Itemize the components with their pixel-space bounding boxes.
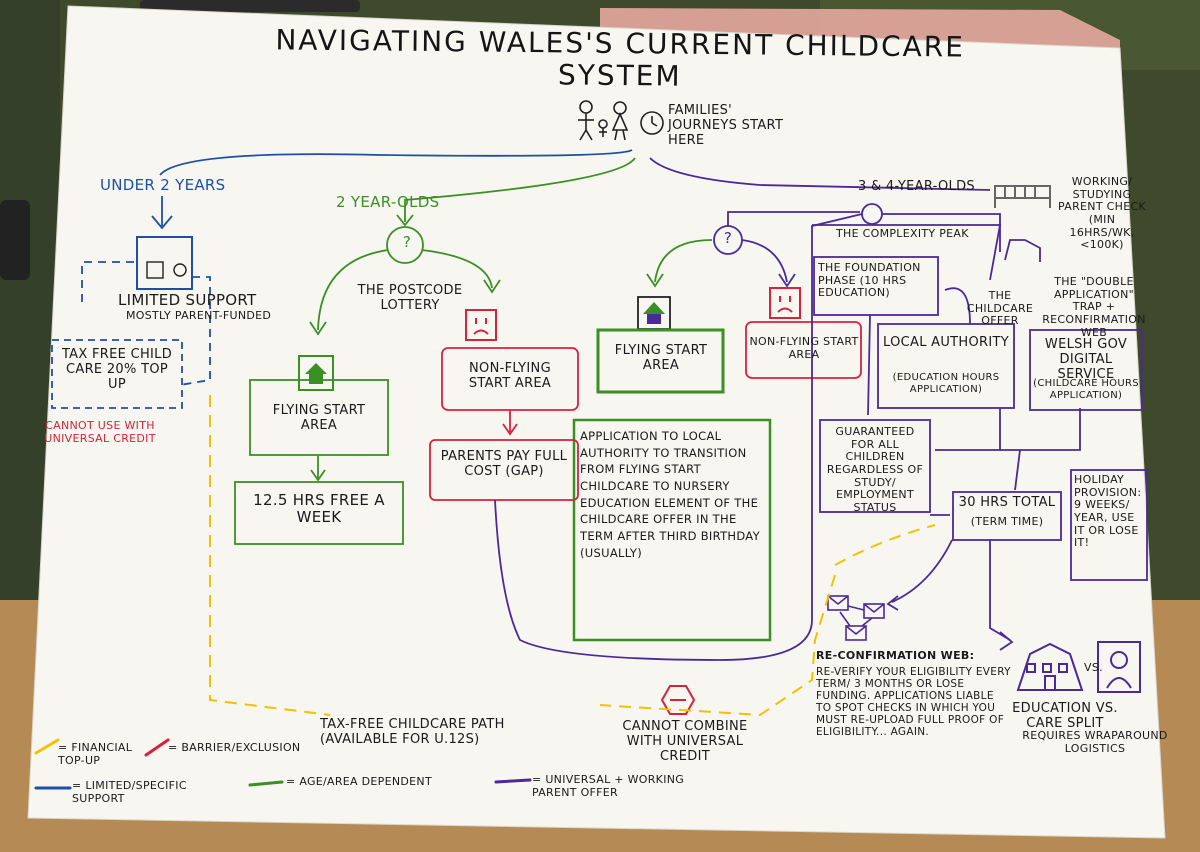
non-flying-34: NON-FLYING START AREA xyxy=(749,335,859,361)
term-time: (TERM TIME) xyxy=(970,515,1044,528)
under2-label: UNDER 2 YEARS xyxy=(100,176,226,194)
legend-label-4: = UNIVERSAL + WORKING PARENT OFFER xyxy=(532,773,685,799)
vs-label: VS. xyxy=(1084,661,1103,674)
yellow-connectors xyxy=(209,395,936,717)
complexity-peak: THE COMPLEXITY PEAK xyxy=(836,227,969,240)
local-authority: LOCAL AUTHORITY xyxy=(883,335,1009,350)
non-flying-2: NON-FLYING START AREA xyxy=(468,361,552,391)
question-mark: ? xyxy=(402,233,412,251)
wg-sub: (CHILDCARE HOURS APPLICATION) xyxy=(1033,378,1139,401)
full-cost: PARENTS PAY FULL COST (GAP) xyxy=(440,449,568,479)
tax-free-topup: TAX FREE CHILD CARE 20% TOP UP xyxy=(61,347,173,392)
barrier-gate-icon xyxy=(994,185,1051,208)
reconfirm-title: RE-CONFIRMATION WEB: xyxy=(816,649,975,662)
uc-note: CANNOT USE WITH UNIVERSAL CREDIT xyxy=(44,419,156,445)
three-four-label: 3 & 4-YEAR-OLDS xyxy=(858,179,975,194)
start-label: FAMILIES' JOURNEYS START HERE xyxy=(668,103,784,148)
foundation-phase: THE FOUNDATION PHASE (10 HRS EDUCATION) xyxy=(818,261,921,300)
guaranteed: GUARANTEED FOR ALL CHILDREN REGARDLESS O… xyxy=(826,425,924,514)
sad-face-icon xyxy=(465,309,497,341)
double-application: THE "DOUBLE APPLICATION" TRAP + RECONFIR… xyxy=(1042,275,1146,339)
application-text: APPLICATION TO LOCAL AUTHORITY TO TRANSI… xyxy=(580,429,760,560)
green-connectors xyxy=(234,157,772,642)
reconfirm-body: RE-VERIFY YOUR ELIGIBILITY EVERY TERM/ 3… xyxy=(816,666,1011,739)
la-sub: (EDUCATION HOURS APPLICATION) xyxy=(892,372,1000,395)
legend-label-0: = FINANCIAL TOP-UP xyxy=(58,741,133,767)
legend-label-2: = LIMITED/SPECIFIC SUPPORT xyxy=(72,779,187,805)
postcode-lottery: THE POSTCODE LOTTERY xyxy=(357,283,463,313)
limited-support-title: LIMITED SUPPORT xyxy=(118,291,257,309)
sad-face-icon xyxy=(769,287,801,319)
blue-connectors xyxy=(51,149,633,409)
clock-icon xyxy=(640,111,664,135)
house-icon xyxy=(298,355,334,391)
flying-start-34: FLYING START AREA xyxy=(614,343,708,373)
poster-paper xyxy=(27,5,1166,839)
total-hours: 30 HRS TOTAL xyxy=(958,495,1056,510)
red-connectors xyxy=(429,321,862,501)
tax-free-path: TAX-FREE CHILDCARE PATH (AVAILABLE FOR U… xyxy=(320,717,505,747)
free-hours: 12.5 HRS FREE A WEEK xyxy=(253,491,385,527)
no-universal-credit: CANNOT COMBINE WITH UNIVERSAL CREDIT xyxy=(622,719,748,764)
split-title: EDUCATION VS. CARE SPLIT xyxy=(1012,701,1118,731)
family-icon xyxy=(578,100,629,141)
carer-icon xyxy=(1097,641,1141,693)
legend-label-1: = BARRIER/EXCLUSION xyxy=(168,741,301,754)
working-check: WORKING/ STUDYING PARENT CHECK (MIN 16HR… xyxy=(1058,175,1146,252)
limited-support-sub: MOSTLY PARENT-FUNDED xyxy=(126,309,272,322)
stop-sign-icon xyxy=(660,685,696,715)
poster-title: NAVIGATING WALES'S CURRENT CHILDCARE SYS… xyxy=(275,23,966,93)
legend-label-3: = AGE/AREA DEPENDENT xyxy=(286,775,432,788)
flying-start-2: FLYING START AREA xyxy=(272,403,366,433)
two-year-label: 2 YEAR-OLDS xyxy=(336,193,440,211)
holiday-provision: HOLIDAY PROVISION: 9 WEEKS/ YEAR, USE IT… xyxy=(1074,473,1142,550)
childcare-offer: THE CHILDCARE OFFER xyxy=(966,289,1034,328)
purple-connectors xyxy=(494,157,1148,661)
question-mark: ? xyxy=(723,229,733,247)
welsh-gov: WELSH GOV DIGITAL SERVICE xyxy=(1044,337,1128,382)
legend-swatches xyxy=(34,738,532,790)
split-sub: REQUIRES WRAPAROUND LOGISTICS xyxy=(1022,729,1168,755)
school-icon xyxy=(1016,642,1084,691)
envelope-web-icon xyxy=(827,595,885,641)
piggy-bank-icon xyxy=(136,236,193,290)
